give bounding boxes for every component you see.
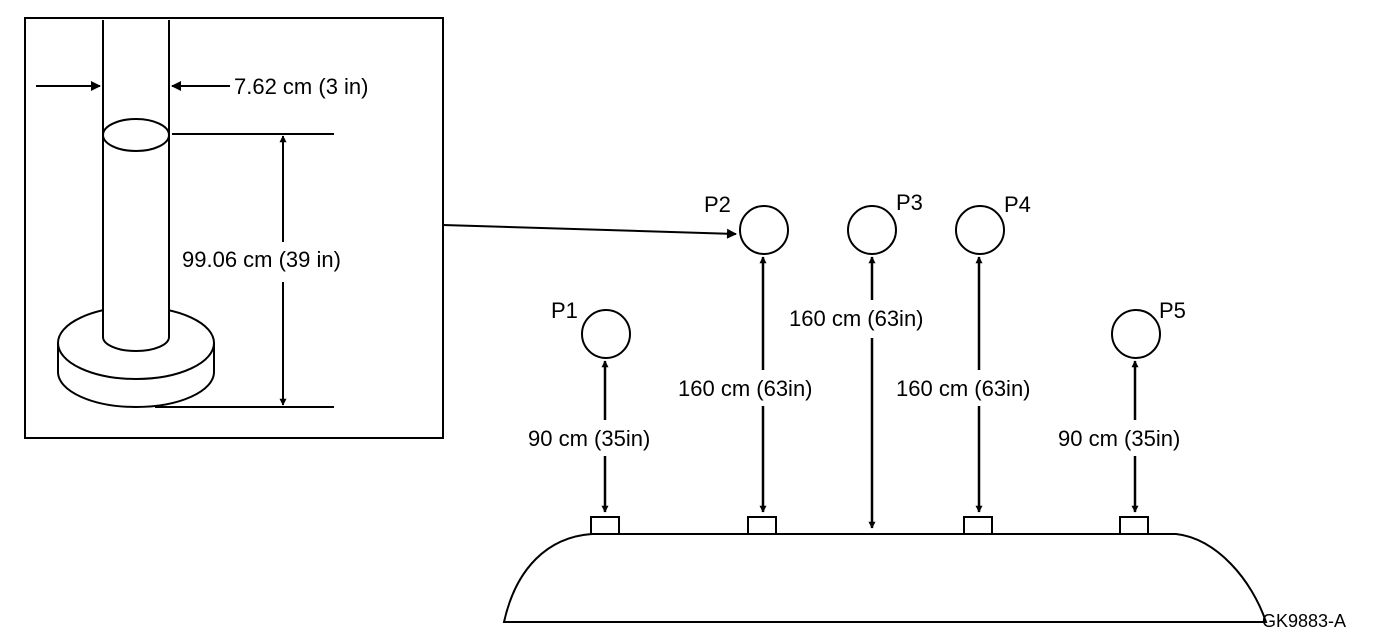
post-p3: P3: [847, 190, 923, 255]
post-p4: P4: [955, 192, 1031, 255]
p3-label: P3: [896, 190, 923, 215]
p5-label: P5: [1159, 298, 1186, 323]
p1-circle: [581, 309, 631, 359]
post-cylinder: [102, 20, 170, 352]
inset-frame: [24, 17, 444, 439]
mount-p5: [1119, 516, 1149, 535]
diameter-dimension: 7.62 cm (3 in): [36, 74, 369, 99]
p4-circle: [955, 205, 1005, 255]
distance-p5: 90 cm (35in): [1058, 360, 1180, 513]
diameter-label: 7.62 cm (3 in): [234, 74, 369, 99]
figure-id: GK9883-A: [1262, 611, 1346, 631]
distance-p3: 160 cm (63in): [789, 256, 924, 529]
p1-label: P1: [551, 298, 578, 323]
inset-leader-arrow: [442, 224, 737, 239]
p2-label: P2: [704, 192, 731, 217]
distance-p2-label: 160 cm (63in): [678, 376, 813, 401]
post-p2: P2: [704, 192, 789, 255]
post-p1: P1: [551, 298, 631, 359]
distance-p4: 160 cm (63in): [896, 256, 1031, 513]
height-label: 99.06 cm (39 in): [182, 247, 341, 272]
distance-p1: 90 cm (35in): [528, 360, 650, 513]
p2-circle: [739, 205, 789, 255]
p4-label: P4: [1004, 192, 1031, 217]
mount-p2: [747, 516, 777, 535]
post-p5: P5: [1111, 298, 1186, 359]
distance-p3-label: 160 cm (63in): [789, 306, 924, 331]
p3-circle: [847, 205, 897, 255]
p5-circle: [1111, 309, 1161, 359]
distance-p1-label: 90 cm (35in): [528, 426, 650, 451]
inset-detail: 7.62 cm (3 in) 99.06 cm (39 in): [24, 17, 444, 439]
vehicle-body: [502, 516, 1268, 623]
distance-p5-label: 90 cm (35in): [1058, 426, 1180, 451]
mount-p4: [963, 516, 993, 535]
distance-p4-label: 160 cm (63in): [896, 376, 1031, 401]
mount-p1: [590, 516, 620, 535]
distance-p2: 160 cm (63in): [678, 256, 813, 513]
height-dimension: 99.06 cm (39 in): [155, 133, 380, 408]
